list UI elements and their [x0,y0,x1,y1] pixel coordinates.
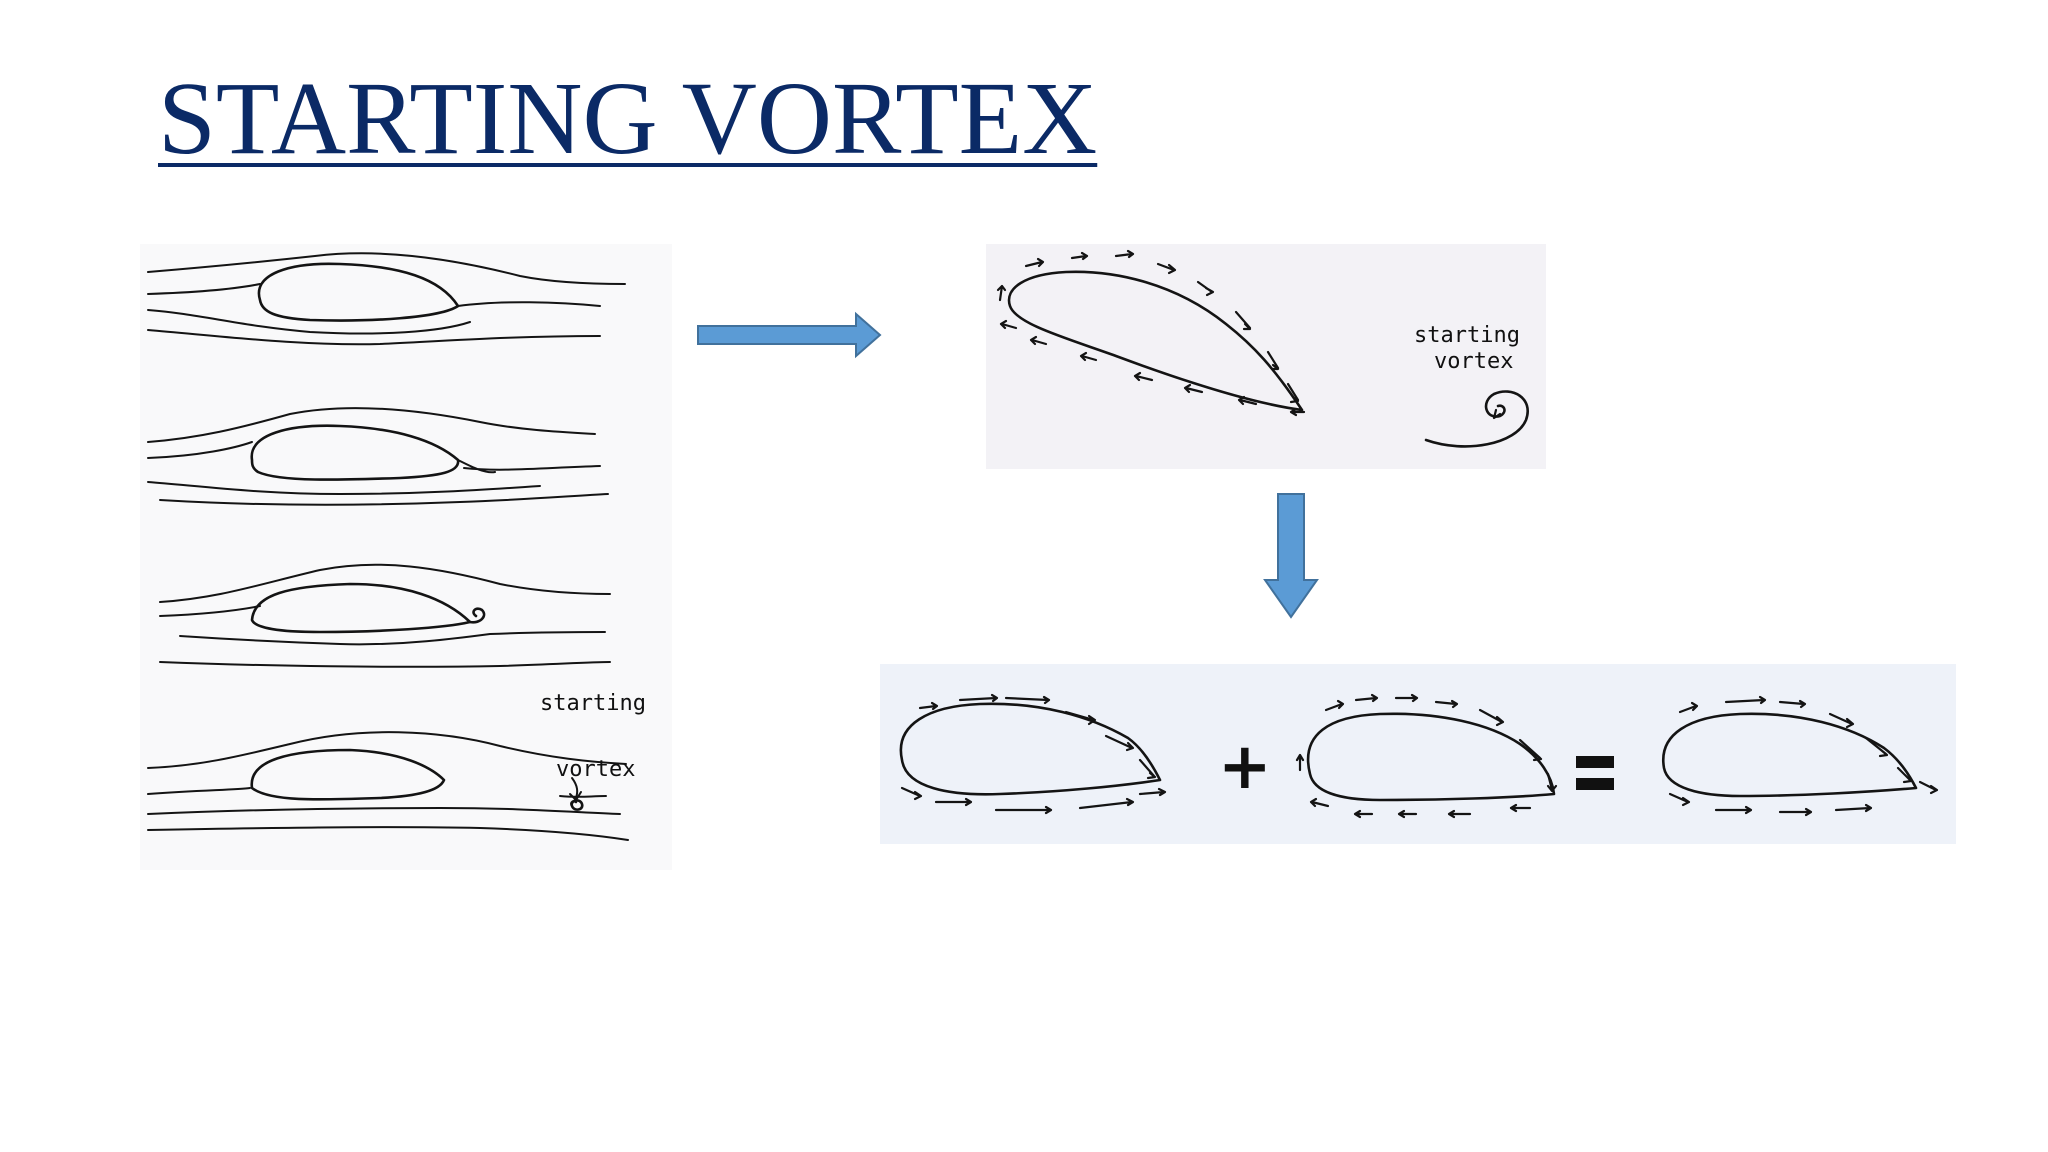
plus-symbol: + [1218,730,1272,804]
flow-stage-2 [147,407,609,506]
airfoil-starting-vortex-panel: starting vortex [986,244,1546,469]
flow-superposition-panel: + = [880,664,1956,844]
starting-vortex-label-left-line2: vortex [556,757,635,782]
flow-superposition-drawing: + = [899,693,1939,819]
uniform-flow-airfoil [899,693,1167,815]
airfoil-flow-stages-panel: starting vortex [140,244,672,870]
combined-flow-airfoil [1661,695,1939,817]
flow-stage-3 [159,563,611,668]
airfoil-starting-vortex-drawing: starting vortex [996,249,1529,448]
flow-stage-1 [147,252,626,346]
starting-vortex-label-top: starting [1414,323,1520,348]
circulation-flow-airfoil [1295,693,1558,819]
equals-symbol: = [1576,756,1614,790]
slide-title: STARTING VORTEX [158,61,1098,176]
arrow-right-icon [697,311,882,359]
equals-symbol-text: = [1595,775,1596,777]
starting-vortex-label-top-line2: vortex [1434,349,1513,374]
arrow-down-icon [1263,493,1319,619]
starting-vortex-label-left: starting [540,691,646,716]
flow-stage-4: starting vortex [147,691,646,841]
airfoil-flow-stages-drawing: starting vortex [147,252,646,841]
